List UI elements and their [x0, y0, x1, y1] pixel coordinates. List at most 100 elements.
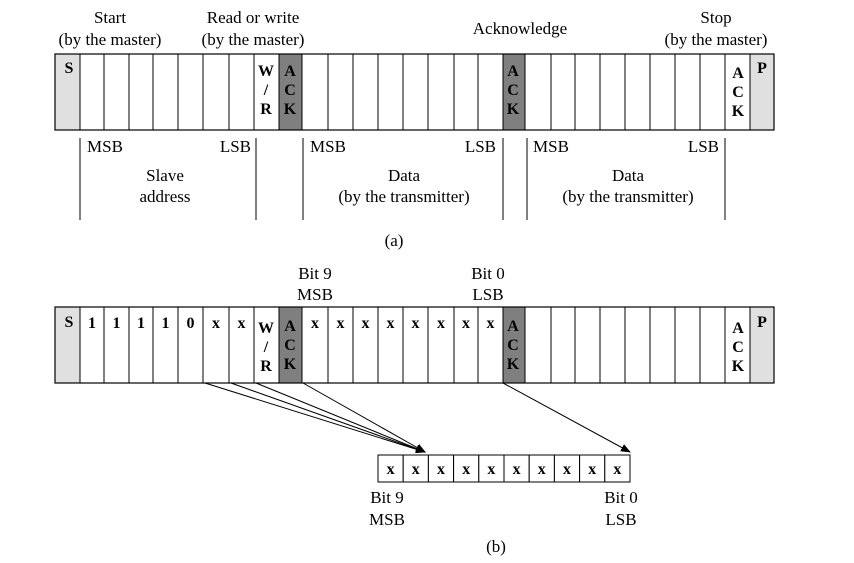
bottom-frame-cells — [54, 306, 775, 384]
bottom-ack-bit-2: A C K — [507, 318, 520, 373]
address-bit: 0 — [187, 315, 195, 332]
data-bit: x — [437, 315, 445, 332]
bit-cell — [453, 306, 479, 384]
by-transmitter-label: (by the transmitter) — [338, 187, 469, 206]
register-cell — [503, 454, 530, 483]
register-bit9-label: Bit 9 — [370, 488, 404, 507]
bit-cell — [599, 306, 626, 384]
caption-a: (a) — [385, 231, 404, 250]
bit-cell — [103, 53, 130, 131]
ack-char: C — [284, 337, 296, 354]
ack-char: K — [732, 358, 745, 375]
wr-char: / — [263, 339, 269, 356]
lsb-label: LSB — [220, 137, 251, 156]
register-bit: x — [462, 461, 470, 478]
bit-cell — [177, 53, 204, 131]
bit-cell — [79, 53, 105, 131]
bottom-ack-bit-1: A C K — [284, 318, 297, 373]
bit-cell — [699, 306, 726, 384]
register-bit: x — [412, 461, 420, 478]
ack-char: A — [507, 318, 519, 335]
ack-char: A — [284, 318, 296, 335]
top-wr-char: W — [258, 63, 274, 80]
ack-char: C — [284, 82, 296, 99]
bit-cell — [202, 53, 230, 131]
bit-cell — [524, 306, 552, 384]
register-bit: x — [513, 461, 521, 478]
msb-label: MSB — [310, 137, 346, 156]
bit-cell — [152, 306, 179, 384]
bit-cell — [402, 306, 429, 384]
by-transmitter-label: (by the transmitter) — [562, 187, 693, 206]
ack-char: K — [507, 101, 520, 118]
mapping-arrow — [230, 382, 426, 453]
register-cell — [478, 454, 505, 483]
data-bit: x — [487, 315, 495, 332]
ack-char: A — [507, 63, 519, 80]
bit0-label: Bit 0 — [471, 264, 505, 283]
bit-cell — [453, 53, 479, 131]
register-cell — [427, 454, 455, 483]
bit-cell — [253, 53, 280, 131]
msb-label: MSB — [87, 137, 123, 156]
address-bit: 1 — [137, 315, 145, 332]
ack-char: C — [732, 339, 744, 356]
bit-cell — [228, 53, 255, 131]
bit-cell — [674, 53, 701, 131]
bottom-wr-bit: W / R — [258, 320, 274, 375]
top-ack-bit-2: A C K — [507, 63, 520, 118]
address-bit: 1 — [113, 315, 121, 332]
bit-cell — [152, 53, 179, 131]
top-wr-bit: W / R — [258, 63, 274, 118]
top-frame-cells — [54, 53, 775, 131]
bit-cell — [377, 53, 404, 131]
bit-cell — [574, 306, 601, 384]
top-wr-char: R — [260, 101, 272, 118]
bit-cell — [599, 53, 626, 131]
bit-cell — [477, 53, 504, 131]
ack-char: C — [507, 337, 519, 354]
address-bit: x — [238, 315, 246, 332]
caption-b: (b) — [486, 537, 506, 556]
bit-cell — [649, 306, 676, 384]
bit-cell — [624, 306, 651, 384]
stop-by-label: (by the master) — [665, 30, 768, 49]
register-bit: x — [387, 461, 395, 478]
msb-label: MSB — [533, 137, 569, 156]
ack-char: K — [284, 101, 297, 118]
slave-label: Slave — [146, 166, 184, 185]
bit-cell — [352, 53, 379, 131]
bottom-frame-border — [54, 306, 775, 384]
ack-char: K — [507, 356, 520, 373]
register-msb-label: MSB — [369, 510, 405, 529]
address-bit: x — [212, 315, 220, 332]
bit-cell — [301, 53, 329, 131]
data-label: Data — [612, 166, 645, 185]
rw-by-label: (by the master) — [202, 30, 305, 49]
bit9-label: Bit 9 — [298, 264, 332, 283]
rw-label: Read or write — [207, 8, 300, 27]
bit-cell — [128, 306, 154, 384]
wr-char: W — [258, 320, 274, 337]
address-bit: 1 — [88, 315, 96, 332]
register-lsb-label: LSB — [605, 510, 636, 529]
register-bit: x — [487, 461, 495, 478]
lsb-label: LSB — [465, 137, 496, 156]
register-cell — [402, 454, 429, 483]
wr-char: R — [260, 358, 272, 375]
ack-char: K — [732, 103, 745, 120]
bit-cell — [649, 53, 676, 131]
data-bit: x — [337, 315, 345, 332]
ack-char: K — [284, 356, 297, 373]
ack-char: A — [732, 65, 744, 82]
lsb-label: LSB — [688, 137, 719, 156]
top-ack-bit-1: A C K — [284, 63, 297, 118]
top-ack-bit-3: A C K — [732, 65, 745, 120]
register-bit: x — [613, 461, 621, 478]
register-bit: x — [563, 461, 571, 478]
register-bit0-label: Bit 0 — [604, 488, 638, 507]
